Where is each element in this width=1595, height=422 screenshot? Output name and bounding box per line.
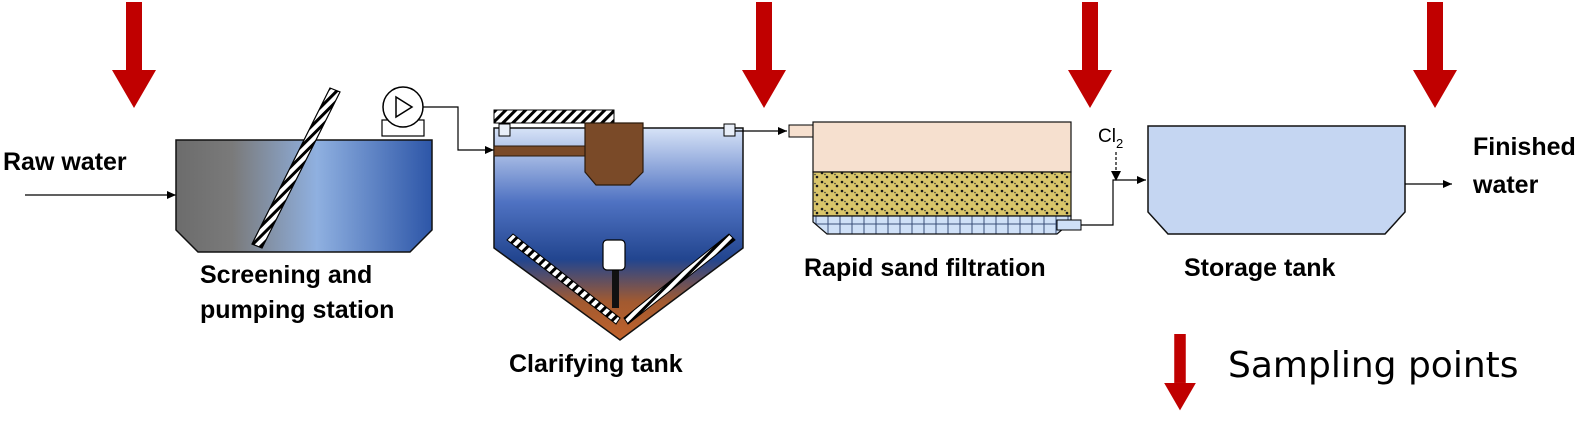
- sampling-arrow-icon: [1068, 2, 1112, 108]
- sampling-arrow-icon: [112, 2, 156, 108]
- chlorine-label: Cl2: [1098, 126, 1123, 151]
- rapid-sand-filter: [788, 121, 1082, 235]
- finished-label-line2: water: [1472, 171, 1539, 199]
- chlorine-subscript: 2: [1116, 136, 1123, 151]
- pump-outlet-pipe: [423, 106, 494, 154]
- storage-label: Storage tank: [1184, 254, 1336, 282]
- screening-label-line1: Screening and: [200, 261, 372, 289]
- screening-tank: [175, 139, 433, 253]
- sampling-arrow-icon: [742, 2, 786, 108]
- storage-tank: [1147, 125, 1406, 235]
- pump-icon: [381, 86, 425, 137]
- legend-label: Sampling points: [1228, 345, 1519, 386]
- chlorine-dose-icon: [1111, 152, 1121, 181]
- filter-outlet-pipe: [1081, 176, 1146, 226]
- finished-label-line1: Finished: [1473, 133, 1576, 161]
- bar-screen-icon: [251, 87, 341, 249]
- filtration-label: Rapid sand filtration: [804, 254, 1046, 282]
- raw-water-label: Raw water: [3, 148, 127, 176]
- sampling-arrow-icon: [1413, 2, 1457, 108]
- clarifying-label: Clarifying tank: [509, 350, 683, 378]
- chlorine-symbol: Cl: [1098, 126, 1116, 147]
- screening-label-line2: pumping station: [200, 296, 394, 324]
- clarifying-tank: [493, 109, 744, 341]
- legend: Sampling points: [1164, 334, 1519, 411]
- legend-sampling-arrow-icon: [1164, 334, 1196, 411]
